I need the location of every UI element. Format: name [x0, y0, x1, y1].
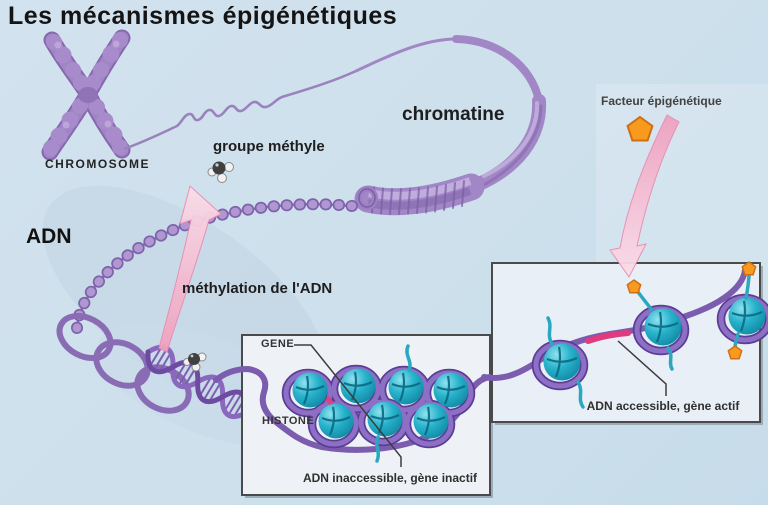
- accessible-leader-line: [617, 340, 667, 396]
- adn-label: ADN: [26, 225, 72, 248]
- methylation-arrow: [158, 185, 222, 353]
- histone-tails-inactive: [374, 344, 412, 463]
- methyl-molecule-on-dna-icon: [183, 352, 207, 372]
- nucleosome-beads-fiber: [71, 198, 358, 334]
- active-gene-caption: ADN accessible, gène actif: [586, 399, 740, 413]
- epigenetic-factor-label: Facteur épigénétique: [601, 94, 722, 108]
- methyl-group-label: groupe méthyle: [213, 138, 325, 155]
- chromatin-loop: [354, 35, 547, 192]
- inactive-gene-box: [213, 334, 493, 498]
- page-title: Les mécanismes épigénétiques: [8, 2, 398, 30]
- nucleosomes-inactive: [292, 368, 469, 439]
- chromosome-label: CHROMOSOME: [45, 157, 150, 171]
- methylation-label: méthylation de l'ADN: [182, 280, 333, 297]
- histone-label: HISTONE: [262, 415, 315, 427]
- gene-label: GENE: [261, 338, 295, 350]
- inactive-gene-caption: ADN inaccessible, gène inactif: [302, 471, 478, 485]
- active-gene-box: [481, 261, 768, 425]
- methyl-molecule-icon: [207, 161, 234, 183]
- accessible-dna-segment: [585, 330, 631, 344]
- nucleosomes-active: [543, 297, 766, 381]
- thin-chromatin-fiber: [123, 69, 357, 151]
- chromatine-label: chromatine: [402, 104, 505, 125]
- chromosome-illustration: [41, 29, 131, 161]
- gene-leader-line: [294, 344, 402, 467]
- histone-tails-active: [546, 274, 751, 409]
- epigenetic-factor-arrow: [609, 114, 680, 278]
- pentagon-icons-small: [626, 261, 757, 360]
- pentagon-icon-large: [626, 115, 654, 142]
- chromatin-coil: [354, 173, 485, 216]
